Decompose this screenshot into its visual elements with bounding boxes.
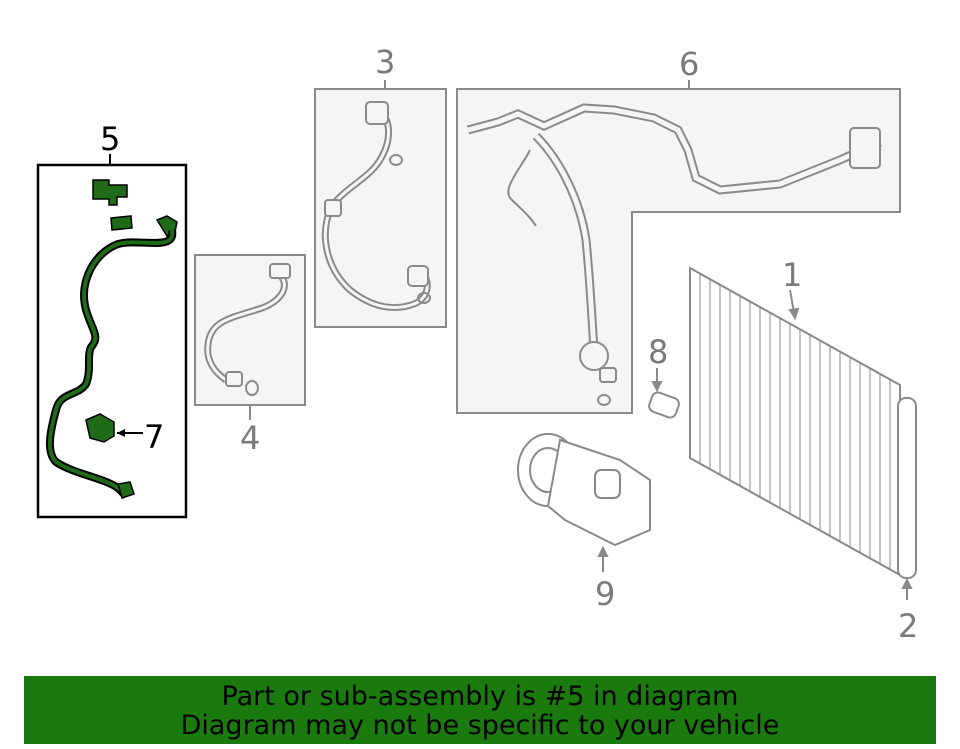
part-1-condenser bbox=[689, 266, 901, 577]
callout-1: 1 bbox=[782, 256, 803, 294]
callout-3: 3 bbox=[375, 43, 396, 81]
part-3-group bbox=[314, 80, 447, 328]
callout-9: 9 bbox=[595, 575, 616, 613]
banner-line-2: Diagram may not be specific to your vehi… bbox=[180, 710, 780, 741]
part-6-group bbox=[456, 80, 901, 414]
part-4-group bbox=[194, 254, 306, 420]
callout-6: 6 bbox=[679, 45, 700, 83]
info-banner: Part or sub-assembly is #5 in diagram Di… bbox=[24, 676, 936, 744]
part-8-valve bbox=[648, 368, 680, 419]
callout-7: 7 bbox=[144, 418, 165, 456]
banner-line-1: Part or sub-assembly is #5 in diagram bbox=[221, 681, 739, 712]
part-5-group bbox=[36, 154, 188, 519]
callout-5: 5 bbox=[100, 120, 121, 158]
callout-4: 4 bbox=[240, 419, 261, 457]
part-2-drier bbox=[897, 397, 917, 600]
part-9-compressor bbox=[517, 433, 651, 572]
callout-2: 2 bbox=[898, 607, 919, 645]
callout-8: 8 bbox=[648, 333, 669, 371]
part-5-hose bbox=[46, 179, 178, 499]
